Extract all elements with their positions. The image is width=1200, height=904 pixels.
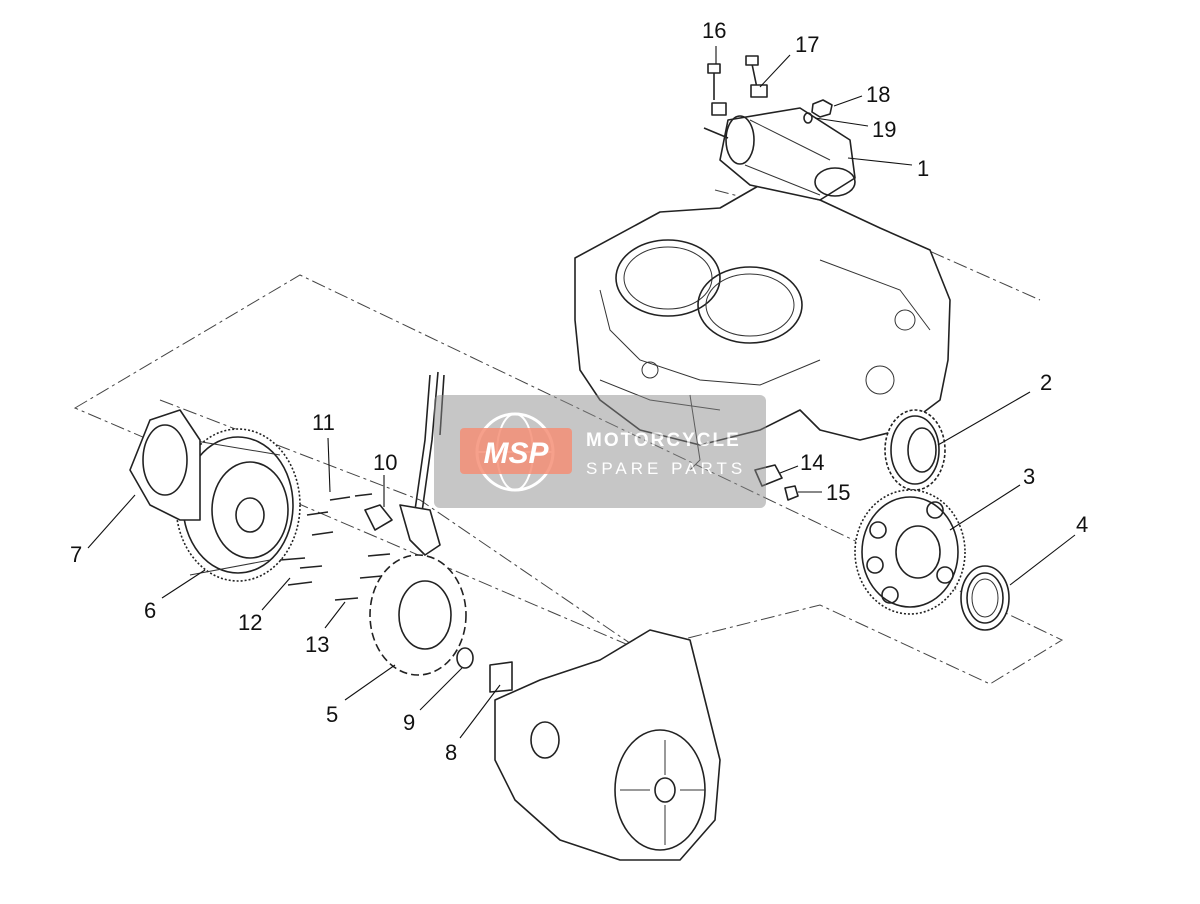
callout-6: 6 [144, 598, 156, 623]
callout-13: 13 [305, 632, 329, 657]
starter-bolt-16 [707, 63, 727, 116]
bolts-11 [306, 493, 373, 536]
pickup-sensor-14 [754, 464, 783, 487]
nut-18 [811, 99, 833, 118]
callout-7: 7 [70, 542, 82, 567]
callout-15: 15 [826, 480, 850, 505]
callout-8: 8 [445, 740, 457, 765]
callout-14: 14 [800, 450, 824, 475]
callout-4: 4 [1076, 512, 1088, 537]
cover-ring-7 [129, 409, 201, 521]
callout-3: 3 [1023, 464, 1035, 489]
watermark: MSP MOTORCYCLE SPARE PARTS [434, 395, 766, 508]
wiring-harness-10 [364, 371, 445, 556]
callout-10: 10 [373, 450, 397, 475]
callout-19: 19 [872, 117, 896, 142]
callout-16: 16 [702, 18, 726, 43]
freewheel-ring-4 [960, 565, 1010, 631]
starter-bolt-17 [745, 55, 768, 98]
generator-cover [494, 629, 721, 861]
callout-labels: 1 2 3 4 5 6 7 8 9 10 11 12 13 14 15 16 1… [70, 18, 1088, 765]
leader-lines [87, 46, 1076, 739]
callout-9: 9 [403, 710, 415, 735]
washer-19 [803, 112, 813, 124]
callout-2: 2 [1040, 370, 1052, 395]
watermark-panel [434, 395, 766, 508]
gear-3 [854, 489, 966, 615]
callout-18: 18 [866, 82, 890, 107]
msp-logo-text: MSP [483, 437, 549, 470]
callout-5: 5 [326, 702, 338, 727]
msp-logo-box [460, 428, 572, 474]
callout-17: 17 [795, 32, 819, 57]
callout-1: 1 [917, 156, 929, 181]
stator-5 [369, 554, 467, 676]
brand-line-1: MOTORCYCLE [586, 430, 741, 451]
callout-12: 12 [238, 610, 262, 635]
gear-2 [884, 409, 946, 491]
starter-motor [703, 107, 856, 201]
washer-9 [456, 647, 474, 669]
flywheel-bolt-8 [489, 661, 513, 693]
bolts-12 [279, 557, 323, 586]
brand-line-2: SPARE PARTS [586, 459, 746, 478]
callout-11: 11 [312, 410, 335, 435]
bolt-15 [784, 485, 799, 501]
bolts-13 [334, 553, 391, 601]
